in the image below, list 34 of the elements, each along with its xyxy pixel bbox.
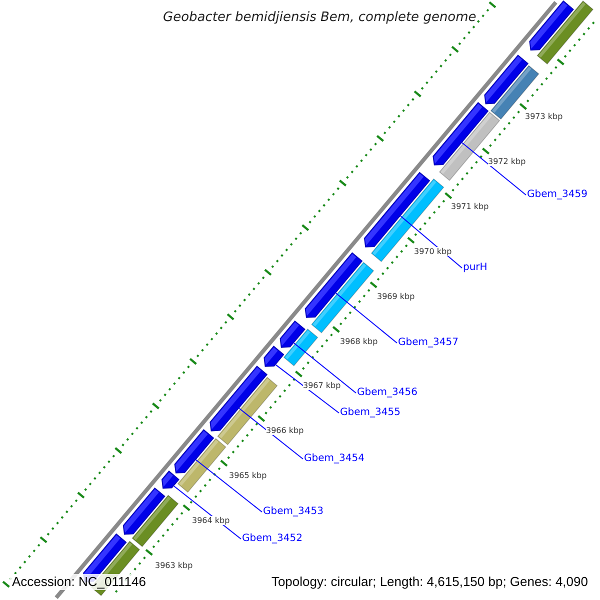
gene-feature	[280, 320, 306, 348]
gene-label: Gbem_3459	[527, 188, 588, 202]
gene-feature	[484, 54, 529, 104]
gene-feature	[304, 252, 363, 318]
gene-label: Gbem_3452	[242, 532, 302, 546]
gene-feature	[122, 487, 166, 535]
scale-label: 3963 kbp	[155, 561, 193, 570]
leader-line	[335, 292, 398, 344]
leader-line	[462, 142, 526, 196]
accession-text: Accession: NC_011146	[10, 574, 148, 590]
genome-info-text: Topology: circular; Length: 4,615,150 bp; Genes: 4,090	[269, 574, 590, 590]
scale-label: 3967 kbp	[303, 381, 341, 390]
gene-label: Gbem_3453	[263, 505, 324, 519]
scale-label: 3966 kbp	[266, 426, 304, 436]
gene-feature	[529, 0, 574, 51]
gene-feature	[210, 366, 268, 432]
leader-line	[238, 408, 304, 460]
leader-line	[294, 342, 356, 394]
scale-label: 3968 kbp	[340, 336, 378, 346]
gene-label: Gbem_3457	[398, 336, 458, 350]
gene-feature	[432, 102, 489, 166]
gene-label: Gbem_3454	[304, 452, 364, 466]
title: Geobacter bemidjiensis Bem, complete genome	[163, 10, 476, 26]
gene-label: Gbem_3455	[340, 406, 400, 420]
scale-label: 3964 kbp	[192, 516, 230, 526]
gene-feature	[264, 346, 284, 367]
gene-label: Gbem_3456	[357, 386, 418, 400]
gene-feature	[364, 172, 430, 248]
gene-feature	[161, 470, 180, 489]
leader-line	[196, 459, 262, 512]
scale-label: 3971 kbp	[451, 202, 489, 211]
gene-label: purH	[463, 261, 488, 275]
leader-line	[275, 364, 340, 414]
gene-feature	[174, 429, 214, 474]
